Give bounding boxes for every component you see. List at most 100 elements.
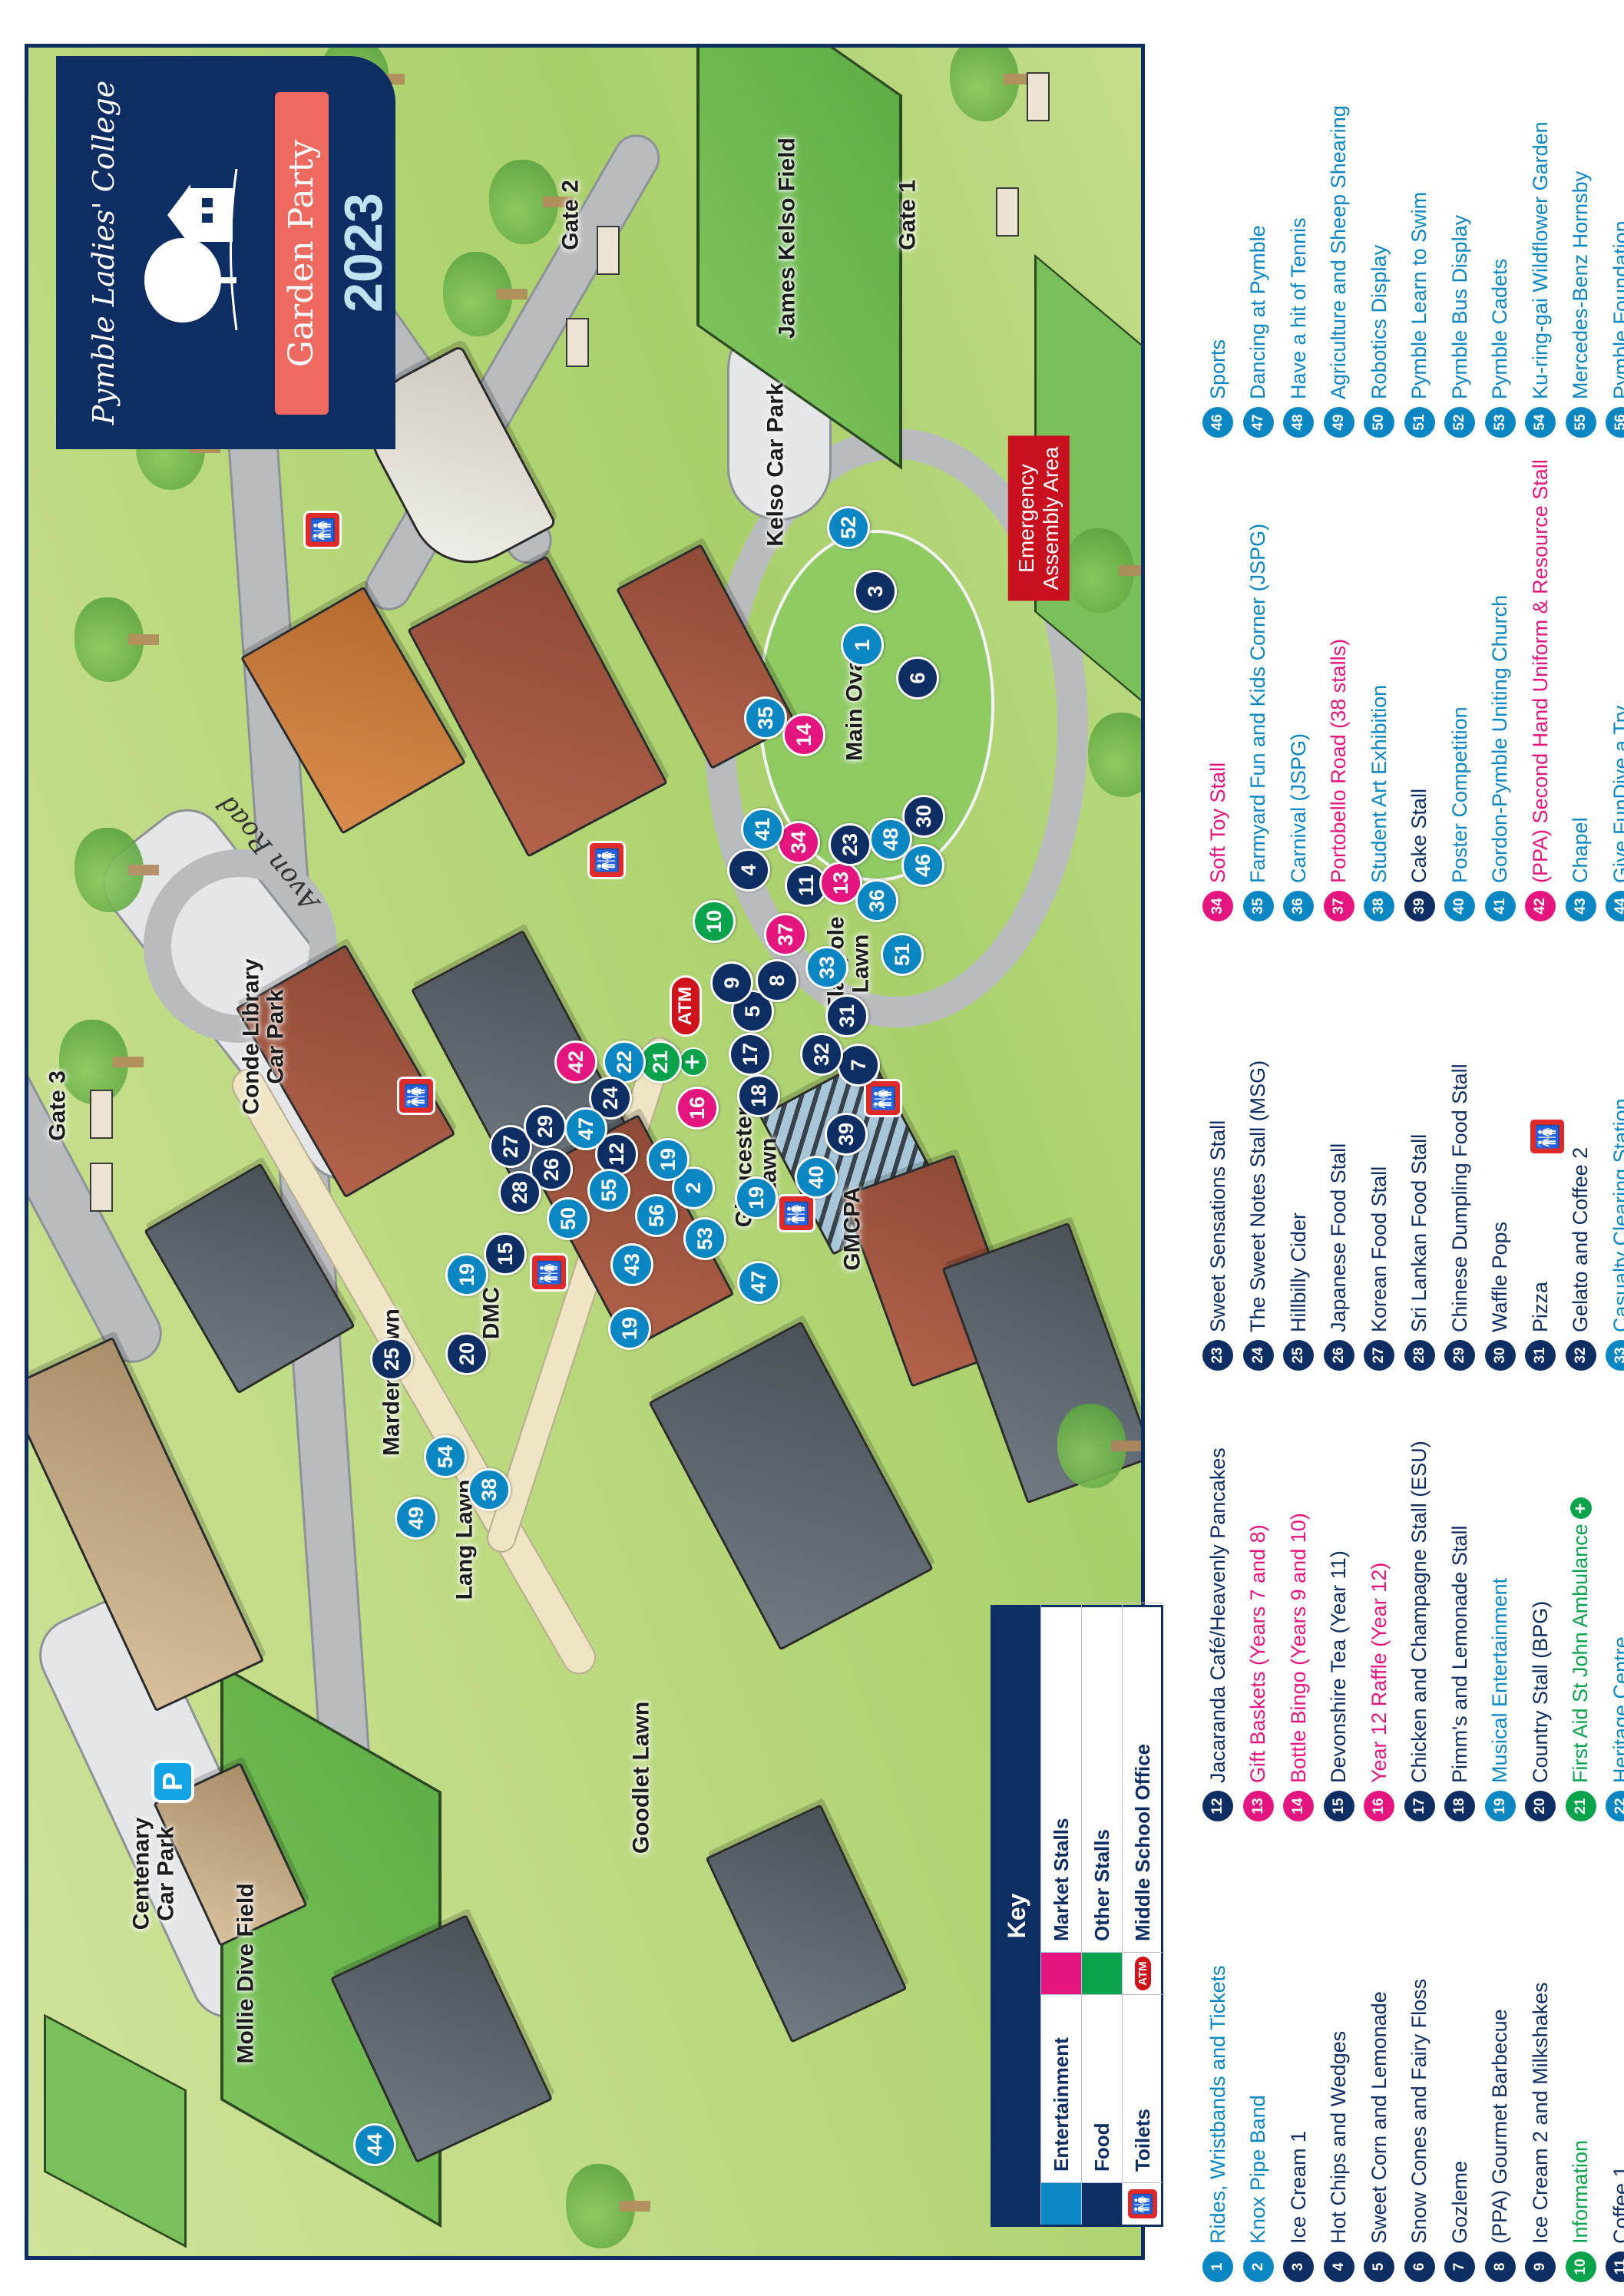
map-marker-17[interactable]: 17 [729, 1033, 772, 1076]
toilets-icon[interactable]: 🚻 [587, 841, 626, 879]
map-marker-18[interactable]: 18 [737, 1074, 780, 1117]
map-marker-56[interactable]: 56 [635, 1194, 678, 1237]
map-marker-33[interactable]: 33 [805, 946, 848, 989]
map-marker-29[interactable]: 29 [524, 1105, 567, 1148]
parking-icon[interactable]: P [151, 1760, 194, 1803]
map-marker-49[interactable]: 49 [395, 1497, 438, 1540]
legend-item-42[interactable]: 42(PPA) Second Hand Uniform & Resource S… [1520, 459, 1561, 921]
map-marker-20[interactable]: 20 [445, 1332, 488, 1375]
map-marker-19[interactable]: 19 [735, 1176, 778, 1219]
map-marker-40[interactable]: 40 [795, 1156, 838, 1199]
map-marker-54[interactable]: 54 [424, 1435, 467, 1478]
map-marker-7[interactable]: 7 [837, 1044, 880, 1087]
map-marker-50[interactable]: 50 [547, 1197, 590, 1240]
map-marker-8[interactable]: 8 [756, 959, 799, 1002]
map-marker-28[interactable]: 28 [498, 1171, 541, 1214]
map-marker-10[interactable]: 10 [693, 900, 736, 943]
map-marker-19[interactable]: 19 [647, 1138, 690, 1181]
map-marker-43[interactable]: 43 [610, 1243, 653, 1286]
toilets-icon[interactable]: 🚻 [777, 1194, 815, 1232]
toilets-icon[interactable]: 🚻 [530, 1253, 568, 1292]
map-marker-35[interactable]: 35 [744, 696, 787, 739]
first-aid-icon[interactable]: + [679, 1047, 708, 1077]
map-marker-47[interactable]: 47 [564, 1107, 607, 1150]
map-marker-23[interactable]: 23 [829, 823, 872, 866]
map-marker-38[interactable]: 38 [468, 1468, 511, 1511]
map-marker-3[interactable]: 3 [854, 570, 897, 613]
map-marker-44[interactable]: 44 [353, 2123, 396, 2166]
map-marker-47[interactable]: 47 [737, 1261, 780, 1304]
map-marker-15[interactable]: 15 [484, 1232, 527, 1275]
map-marker-48[interactable]: 48 [869, 818, 912, 861]
map-marker-36[interactable]: 36 [855, 879, 898, 922]
atm-icon[interactable]: ATM [670, 974, 702, 1037]
map-marker-16[interactable]: 16 [676, 1087, 719, 1130]
map-marker-4[interactable]: 4 [727, 849, 770, 892]
map-marker-55[interactable]: 55 [587, 1169, 630, 1212]
map-marker-42[interactable]: 42 [554, 1040, 597, 1083]
map-marker-41[interactable]: 41 [741, 808, 784, 851]
map-marker-53[interactable]: 53 [683, 1217, 726, 1260]
map-marker-37[interactable]: 37 [764, 913, 807, 956]
map-marker-1[interactable]: 1 [841, 624, 884, 667]
map-marker-19[interactable]: 19 [608, 1307, 651, 1350]
map-marker-39[interactable]: 39 [825, 1113, 868, 1156]
map-marker-6[interactable]: 6 [896, 657, 939, 700]
toilets-icon[interactable]: 🚻 [397, 1077, 435, 1115]
map-marker-14[interactable]: 14 [782, 713, 825, 756]
map-marker-52[interactable]: 52 [827, 506, 870, 549]
map-marker-9[interactable]: 9 [710, 961, 753, 1004]
